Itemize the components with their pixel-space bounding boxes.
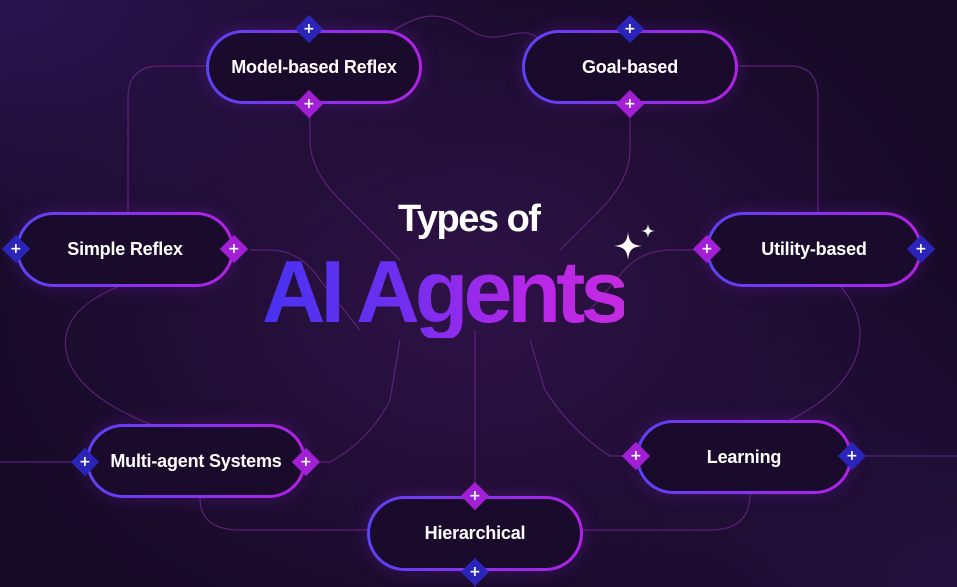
title-line-1: Types of <box>398 198 541 240</box>
node-utility-based: Utility-based <box>706 212 922 287</box>
title-line-2: AI Agents <box>262 242 629 341</box>
node-model-based-reflex: Model-based Reflex <box>206 30 422 104</box>
node-label: Learning <box>706 446 782 467</box>
node-label: Multi-agent Systems <box>110 450 282 471</box>
node-label: Simple Reflex <box>67 239 183 259</box>
node-label: Hierarchical <box>424 523 526 543</box>
node-hierarchical: Hierarchical <box>367 496 583 571</box>
sparkle-icon <box>614 224 655 260</box>
node-learning: Learning <box>636 420 852 494</box>
node-label: Model-based Reflex <box>231 56 397 77</box>
node-simple-reflex: Simple Reflex <box>16 212 234 287</box>
node-label: Utility-based <box>761 239 867 259</box>
node-goal-based: Goal-based <box>522 30 738 104</box>
node-multi-agent-systems: Multi-agent Systems <box>86 424 306 498</box>
node-label: Goal-based <box>581 56 679 77</box>
